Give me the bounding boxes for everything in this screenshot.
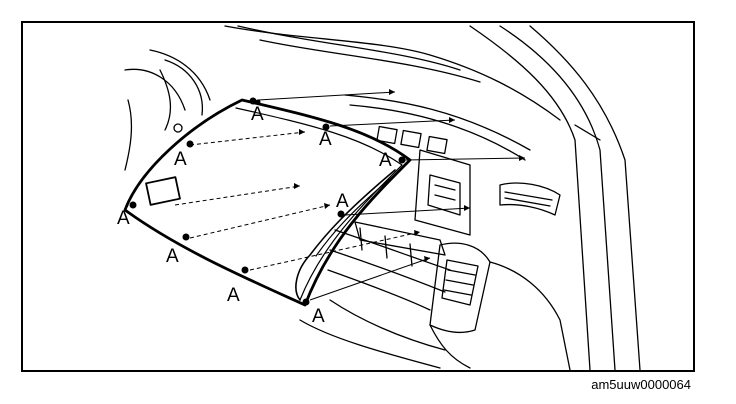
side-vent [499,182,561,216]
clip-leader-lines [174,91,526,301]
lower-vent [429,242,491,334]
figure-border [21,21,695,372]
vehicle-interior [124,25,641,371]
windshield-line [224,25,561,121]
callout-a: A [312,306,325,327]
glovebox-lid [123,97,412,307]
callout-a: A [227,285,240,306]
lid-outline [123,98,412,307]
door-pillar [469,25,591,371]
lid-label-plate [145,176,181,206]
callout-a: A [336,191,349,212]
callout-a: A [251,104,264,125]
console-clip [173,123,183,133]
callout-a: A [166,246,179,267]
callout-a: A [319,129,332,150]
figure-code: am5uuw0000064 [591,377,691,392]
callout-a: A [174,149,187,170]
callout-labels: A A A A A A A A A [117,104,392,327]
callout-a: A [117,208,130,229]
leader-arrowheads [294,89,525,262]
callout-a: A [379,150,392,171]
